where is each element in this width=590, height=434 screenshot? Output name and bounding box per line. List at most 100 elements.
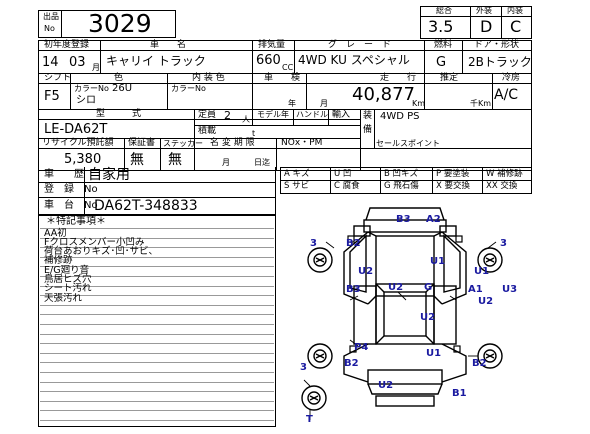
grade-value: 4WD KU スペシャル xyxy=(298,53,410,67)
damage-mark: T xyxy=(306,414,313,425)
damage-mark: U3 xyxy=(502,284,517,295)
interior-color-no-label: カラーNo xyxy=(171,84,206,93)
first-registration-year: 14 xyxy=(42,55,59,70)
estimate-label: 推定 xyxy=(440,73,459,83)
door-shape-value: 2Bトラック xyxy=(468,55,532,69)
model-code: LE-DA62T xyxy=(44,122,108,137)
warranty-label: 保証書 xyxy=(128,138,156,148)
first-registration-month: 03 xyxy=(69,55,86,70)
damage-mark: B2 xyxy=(346,238,361,249)
recycle-value: 5,380 xyxy=(64,152,102,167)
damage-mark: U2 xyxy=(358,266,373,277)
left-door-outline xyxy=(343,231,369,305)
damage-mark: 3 xyxy=(500,238,507,249)
notes-title: ＊特記事項＊ xyxy=(46,216,106,227)
damage-mark: U2 xyxy=(378,380,393,391)
import-label: 輸入 xyxy=(332,110,351,120)
rear-left-wheel xyxy=(307,343,333,369)
damage-mark: U2 xyxy=(420,312,435,323)
left-rear-lamp xyxy=(349,345,357,353)
lot-number: 3029 xyxy=(88,9,152,38)
notes-box xyxy=(38,215,276,427)
load-label: 積載 xyxy=(198,126,217,136)
sales-point-label: セールスポイント xyxy=(376,139,440,148)
exterior-score: D xyxy=(480,17,493,36)
recycle-label: リサイクル預託額 xyxy=(42,138,114,148)
history-box xyxy=(38,167,276,215)
rear-step xyxy=(375,395,435,407)
legend-entry: X 要交換 xyxy=(436,181,471,191)
damage-mark: U2 xyxy=(478,296,493,307)
legend-entry: S サビ xyxy=(284,181,310,191)
handle-label: ハンドル xyxy=(296,110,328,119)
aircon-label: 冷房 xyxy=(502,73,521,83)
legend-entry: A キズ xyxy=(284,169,310,179)
left-mirror xyxy=(347,235,355,243)
damage-mark: U1 xyxy=(426,348,441,359)
note-item: 荷台あおりキズ･凹･サビ、 xyxy=(44,246,159,257)
aircon-value: A/C xyxy=(494,87,519,103)
nox-label: NOx・PM xyxy=(281,138,323,148)
legend-entry: P 要塗装 xyxy=(436,169,470,179)
right-mirror xyxy=(455,235,463,243)
truck-bed-floor xyxy=(383,291,427,337)
capacity-label: 定員 xyxy=(198,110,217,120)
left-window xyxy=(349,234,367,293)
right-bed-side xyxy=(433,285,457,345)
legend-entry: U 凹 xyxy=(334,169,352,179)
chassis-label: 車 台 No xyxy=(44,200,98,211)
note-item: シート汚れ xyxy=(44,283,92,294)
chassis-value: DA62T-348833 xyxy=(94,198,198,214)
equipment-label-1: 装 xyxy=(363,111,373,121)
damage-mark: G xyxy=(424,282,432,293)
damage-mark: B2 xyxy=(472,358,487,369)
model-name-label: 車 名 xyxy=(150,40,187,50)
note-item: AA初 xyxy=(44,228,67,239)
overall-label: 総合 xyxy=(436,6,452,15)
right-door-outline xyxy=(441,231,467,305)
name-change-label: 名 変 期 限 xyxy=(210,138,255,148)
damage-mark: 3 xyxy=(310,238,317,249)
score-box xyxy=(420,6,532,39)
spare-wheel xyxy=(301,385,327,411)
front-left-lamp xyxy=(353,225,371,237)
rear-bumper xyxy=(367,383,443,395)
damage-mark: B1 xyxy=(452,388,467,399)
interior-color-label: 内 装 色 xyxy=(192,73,225,83)
right-window xyxy=(443,234,461,293)
overall-score: 3.5 xyxy=(428,17,454,36)
cab-roof xyxy=(375,235,435,297)
sticker-label: ステッカー xyxy=(163,139,203,148)
door-shape-label: ドア・形状 xyxy=(474,40,520,50)
color-no-label: カラーNo xyxy=(74,84,109,93)
load-unit: t xyxy=(252,129,256,138)
history-value: 自家用 xyxy=(88,167,130,183)
damage-mark: U1 xyxy=(474,266,489,277)
equipment-value: 4WD PS xyxy=(380,111,420,122)
note-item: 補修跡 xyxy=(44,255,73,266)
legend-entry: XX 交換 xyxy=(486,181,518,191)
damage-mark: 3 xyxy=(300,362,307,373)
estimate-unit: 千Km xyxy=(470,99,492,108)
capacity-unit: 人 xyxy=(242,115,250,124)
name-change-month: 月 xyxy=(222,158,230,167)
rear-gate xyxy=(367,369,443,385)
sticker-value: 無 xyxy=(168,152,182,168)
capacity-value: 2 xyxy=(224,109,231,122)
damage-mark: P4 xyxy=(354,342,368,353)
color-no: 26U xyxy=(112,83,133,94)
left-bed-side xyxy=(353,285,377,345)
exterior-label: 外装 xyxy=(476,6,492,15)
front-right-lamp xyxy=(439,225,457,237)
right-rear-lamp xyxy=(453,345,461,353)
inspection-year-unit: 年 xyxy=(288,99,296,108)
note-item: 天張汚れ xyxy=(44,293,83,304)
inspection-label: 車 検 xyxy=(264,73,301,83)
history-label: 車 歴 xyxy=(44,169,84,180)
shift-value: F5 xyxy=(44,89,60,104)
info-grid xyxy=(38,40,532,171)
damage-mark: A1 xyxy=(468,284,483,295)
